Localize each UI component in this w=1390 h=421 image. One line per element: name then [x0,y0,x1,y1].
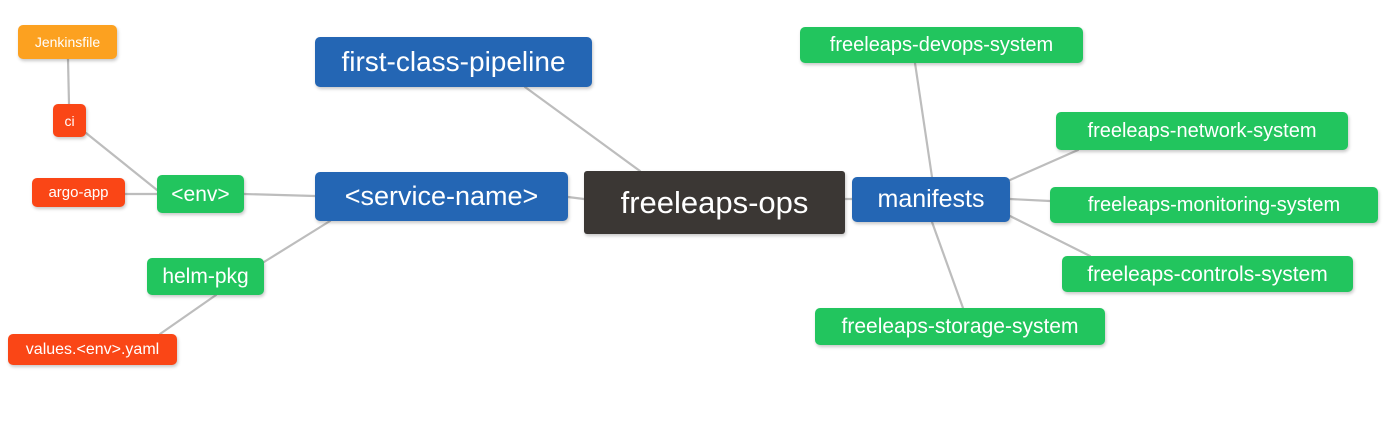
mindmap-node-env[interactable]: <env> [157,175,244,213]
edge-jenkinsfile-to-ci [66,57,71,106]
mindmap-node-manifests[interactable]: manifests [852,177,1010,222]
mindmap-node-service-name[interactable]: <service-name> [315,172,568,221]
edge-helm-pkg-to-service-name [262,219,332,264]
mindmap-node-values-env-yaml[interactable]: values.<env>.yaml [8,334,177,365]
mindmap-node-helm-pkg[interactable]: helm-pkg [147,258,264,295]
edge-first-class-pipeline-to-freeleaps-ops [523,85,642,173]
mindmap-node-freeleaps-controls-system[interactable]: freeleaps-controls-system [1062,256,1353,292]
mindmap-node-freeleaps-monitoring-system[interactable]: freeleaps-monitoring-system [1050,187,1378,223]
edge-service-name-to-freeleaps-ops [566,195,586,201]
mindmap-node-first-class-pipeline[interactable]: first-class-pipeline [315,37,592,87]
mindmap-node-freeleaps-storage-system[interactable]: freeleaps-storage-system [815,308,1105,345]
mindmap-node-argo-app[interactable]: argo-app [32,178,125,207]
edge-manifests-to-freeleaps-network-system [1008,148,1080,182]
edge-values-env-yaml-to-helm-pkg [158,293,218,336]
edge-manifests-to-freeleaps-monitoring-system [1008,197,1052,203]
mindmap-node-ci[interactable]: ci [53,104,86,137]
mindmap-node-freeleaps-devops-system[interactable]: freeleaps-devops-system [800,27,1083,63]
mindmap-node-jenkinsfile[interactable]: Jenkinsfile [18,25,117,59]
edge-manifests-to-freeleaps-storage-system [930,220,965,310]
edge-manifests-to-freeleaps-devops-system [913,61,934,179]
edge-env-to-service-name [242,192,317,198]
mindmap-node-freeleaps-network-system[interactable]: freeleaps-network-system [1056,112,1348,150]
mindmap-node-freeleaps-ops[interactable]: freeleaps-ops [584,171,845,234]
